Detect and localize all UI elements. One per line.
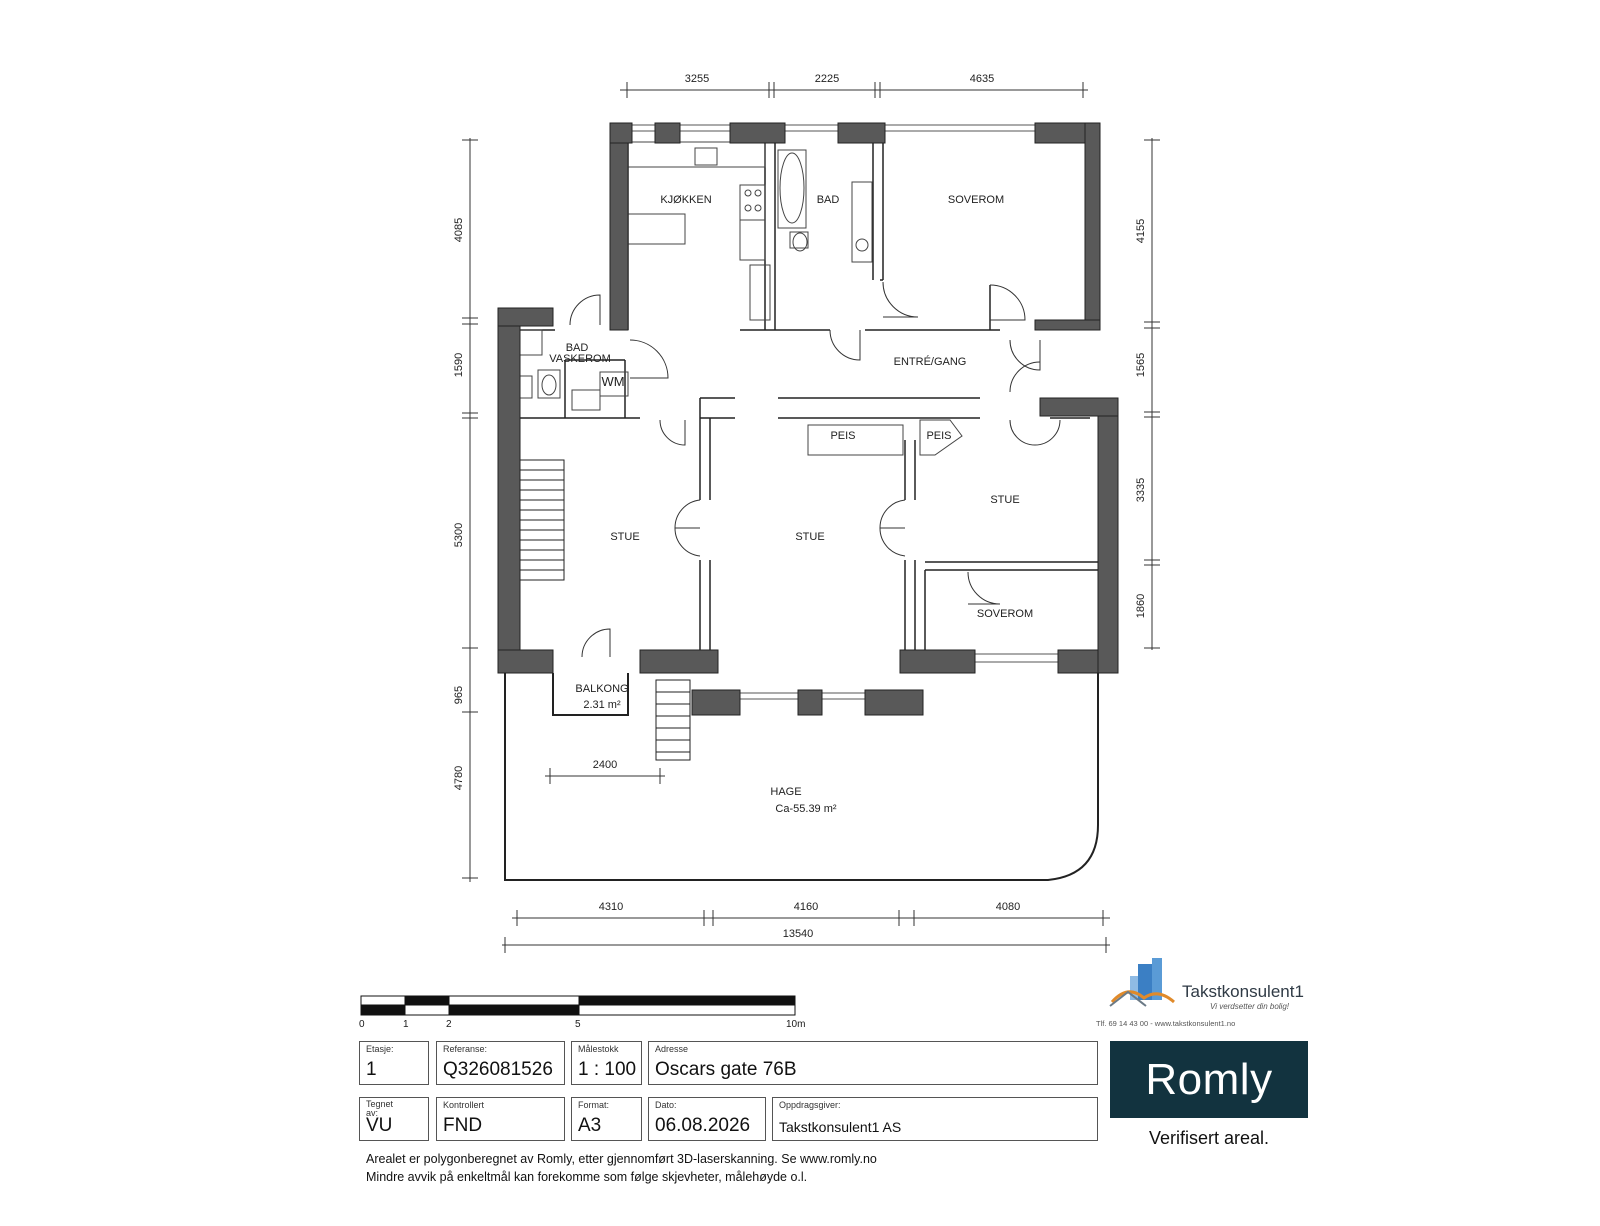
field-adresse: Adresse Oscars gate 76B: [648, 1041, 1098, 1085]
room-bad-top: BAD: [817, 194, 840, 206]
scale-label-10: 10m: [786, 1019, 806, 1030]
balcony-outline: [552, 673, 629, 716]
room-soverom-top: SOVEROM: [948, 194, 1004, 206]
interior-stairs: [519, 459, 565, 581]
scale-label-1: 1: [403, 1019, 409, 1030]
fireplace-1: PEIS: [830, 430, 855, 442]
dato-value: 06.08.2026: [655, 1115, 751, 1136]
dim-right-1: 4155: [1135, 219, 1147, 243]
format-value: A3: [578, 1115, 602, 1136]
room-labels: KJØKKEN BAD SOVEROM BAD VASKEROM WM ENTR…: [549, 194, 1033, 815]
scale-label-0: 0: [359, 1019, 365, 1030]
romly-tagline: Verifisert areal.: [1148, 1128, 1270, 1148]
dim-right-2: 1565: [1135, 353, 1147, 377]
field-malestokk: Målestokk 1 : 100: [571, 1041, 642, 1085]
tegnet-label: Tegnet av:: [366, 1099, 394, 1118]
tegnet-value: VU: [366, 1115, 393, 1136]
field-kontrollert: Kontrollert FND: [436, 1097, 565, 1141]
dim-bottom-2: 4160: [794, 901, 818, 913]
scale-label-2: 2: [446, 1019, 452, 1030]
dim-right-3: 3335: [1135, 478, 1147, 502]
adresse-value: Oscars gate 76B: [655, 1059, 797, 1080]
hage-area: Ca-55.39 m²: [775, 803, 836, 815]
balkong-area: 2.31 m²: [583, 699, 621, 711]
room-kjokken: KJØKKEN: [660, 194, 711, 206]
room-bad-small: BAD: [566, 342, 589, 354]
doors: [569, 281, 1061, 658]
scale-bar: [360, 995, 796, 1016]
romly-logo: Romly: [1110, 1041, 1308, 1118]
field-referanse: Referanse: Q326081526: [436, 1041, 565, 1085]
takstkonsulent-tagline: Vi verdsetter din bolig!: [1210, 1002, 1290, 1011]
field-oppdragsgiver: Oppdragsgiver: Takstkonsulent1 AS: [772, 1097, 1098, 1141]
field-format: Format: A3: [571, 1097, 642, 1141]
takstkonsulent-name: Takstkonsulent1: [1182, 982, 1304, 1001]
oppdragsgiver-label: Oppdragsgiver:: [779, 1100, 841, 1110]
exterior-walls: [497, 122, 1119, 716]
dim-total: 13540: [783, 928, 814, 940]
dim-left-4: 965: [453, 686, 465, 704]
garden-outline: [504, 673, 1099, 881]
dato-label: Dato:: [655, 1100, 677, 1110]
dim-top-1: 3255: [685, 73, 709, 85]
etasje-value: 1: [366, 1059, 377, 1080]
room-stue-right: STUE: [990, 494, 1019, 506]
dim-inner: 2400: [593, 759, 617, 771]
room-stue-left: STUE: [610, 531, 639, 543]
appliance-wm: WM: [601, 374, 624, 389]
building-logo-icon: [1109, 958, 1175, 1007]
windows: [628, 124, 1058, 700]
field-etasje: Etasje: 1: [359, 1041, 429, 1085]
referanse-value: Q326081526: [443, 1059, 553, 1080]
dim-left-2: 1590: [453, 353, 465, 377]
fixtures: [517, 141, 963, 456]
garden-stairs: [655, 679, 691, 761]
malestokk-label: Målestokk: [578, 1044, 619, 1054]
room-entre: ENTRÉ/GANG: [894, 355, 967, 368]
room-stue-mid: STUE: [795, 531, 824, 543]
footer-line-2: Mindre avvik på enkeltmål kan forekomme …: [366, 1170, 808, 1184]
room-balkong: BALKONG: [575, 683, 628, 695]
dim-bottom-1: 4310: [599, 901, 623, 913]
dim-left-1: 4085: [453, 218, 465, 242]
field-tegnet: Tegnet av: VU: [359, 1097, 429, 1141]
dim-bottom-3: 4080: [996, 901, 1020, 913]
room-hage: HAGE: [770, 786, 801, 798]
dim-top-2: 2225: [815, 73, 839, 85]
kontrollert-value: FND: [443, 1115, 483, 1136]
fireplace-2: PEIS: [926, 430, 951, 442]
scale-label-5: 5: [575, 1019, 581, 1030]
dim-left-3: 5300: [453, 523, 465, 547]
referanse-label: Referanse:: [443, 1044, 488, 1054]
dim-left-5: 4780: [453, 766, 465, 790]
dim-right-4: 1860: [1135, 594, 1147, 618]
kontrollert-label: Kontrollert: [443, 1100, 485, 1110]
oppdragsgiver-value: Takstkonsulent1 AS: [779, 1119, 902, 1135]
dimension-labels: 3255 2225 4635 4085 1590 5300 965 4780 4…: [453, 73, 1147, 940]
room-vaskerom: VASKEROM: [549, 353, 611, 365]
room-soverom-right: SOVEROM: [977, 608, 1033, 620]
malestokk-value: 1 : 100: [578, 1059, 637, 1080]
field-dato: Dato: 06.08.2026: [648, 1097, 766, 1141]
dim-top-3: 4635: [970, 73, 994, 85]
footer-line-1: Arealet er polygonberegnet av Romly, ett…: [366, 1152, 877, 1166]
adresse-label: Adresse: [655, 1044, 689, 1054]
format-label: Format:: [578, 1100, 610, 1110]
takstkonsulent-contact: Tlf. 69 14 43 00 - www.takstkonsulent1.n…: [1096, 1019, 1236, 1028]
dimension-lines: [462, 82, 1160, 953]
etasje-label: Etasje:: [366, 1044, 394, 1054]
takstkonsulent-logo: Takstkonsulent1 Vi verdsetter din bolig!…: [1096, 952, 1308, 1032]
